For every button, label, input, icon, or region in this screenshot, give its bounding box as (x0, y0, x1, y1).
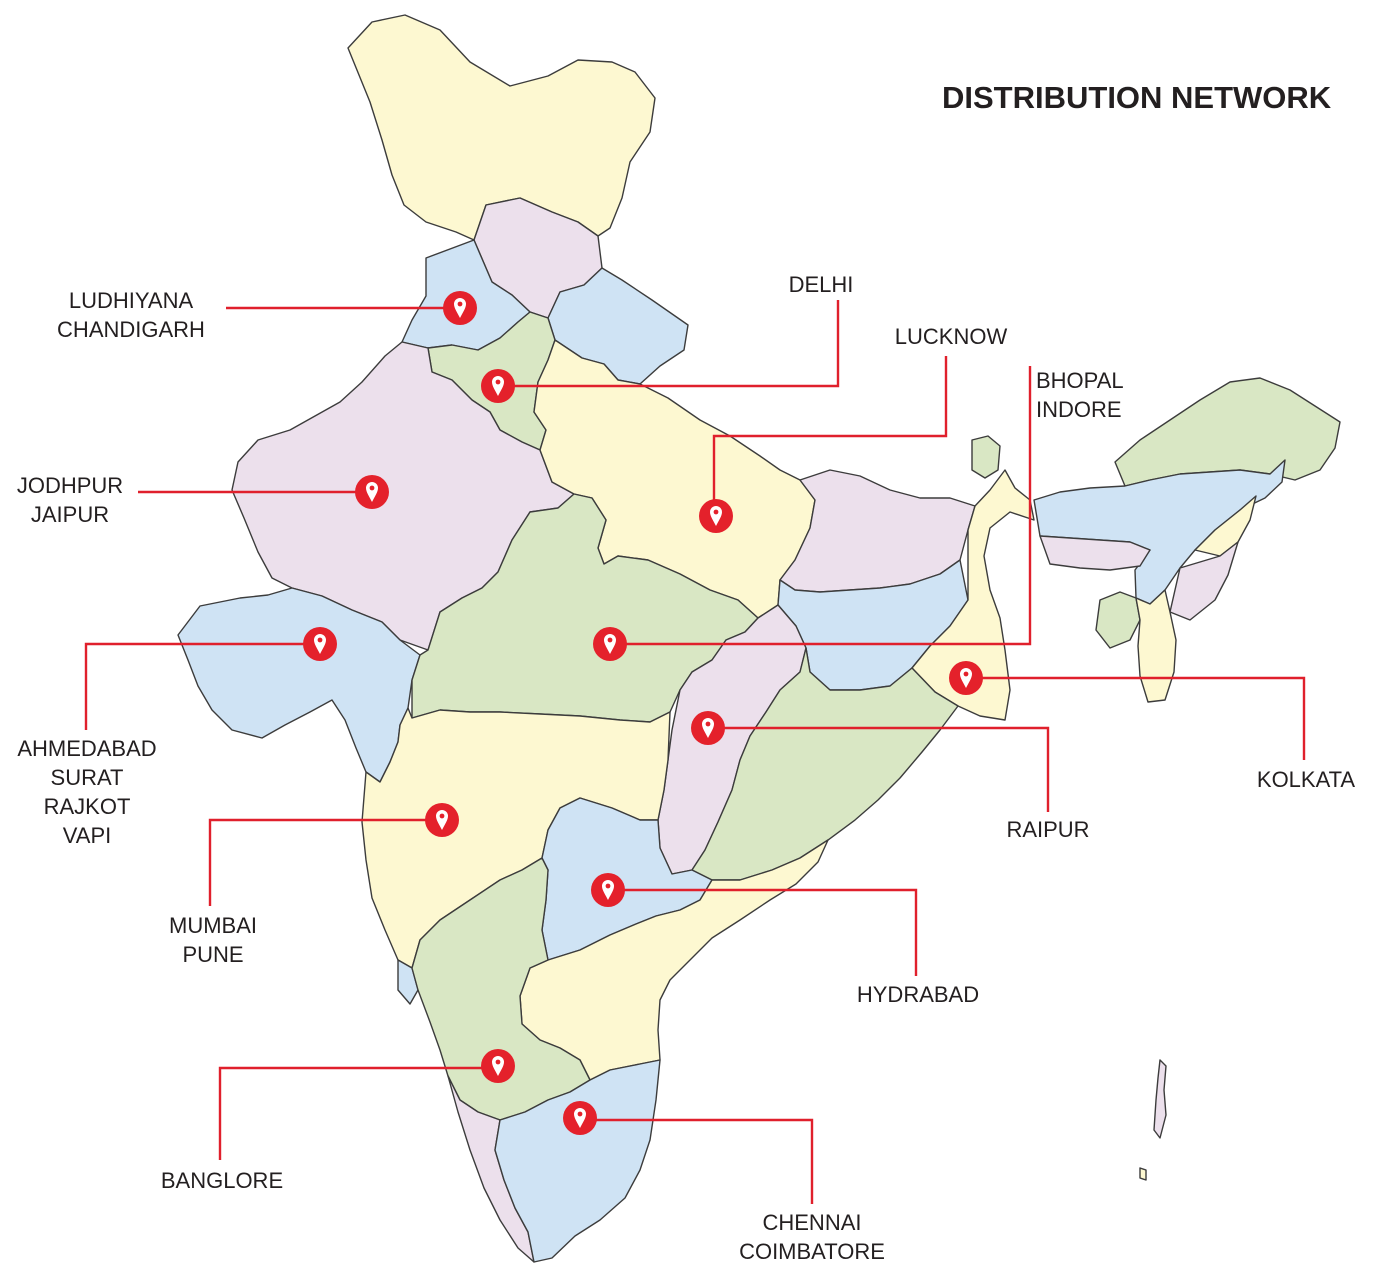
state-tamil-nadu (494, 1059, 661, 1263)
label-raipur: RAIPUR (990, 815, 1106, 844)
pin-hole (495, 1059, 501, 1065)
map-title: DISTRIBUTION NETWORK (942, 80, 1332, 115)
label-line: BHOPAL (1036, 368, 1124, 393)
pin-hole (705, 721, 711, 727)
label-line: RAJKOT (43, 794, 131, 819)
pin-hole (963, 671, 969, 677)
nicobar-island (1139, 1167, 1147, 1181)
state-mizoram (1135, 589, 1177, 703)
label-line: HYDRABAD (856, 982, 980, 1007)
map-pin-icon[interactable] (591, 873, 625, 907)
leader-line-kolkata (982, 676, 1306, 760)
label-mumbai: MUMBAI PUNE (150, 911, 276, 969)
label-hydrabad: HYDRABAD (840, 980, 996, 1009)
label-line: DELHI (788, 272, 854, 297)
label-line: RAIPUR (1006, 817, 1090, 842)
leader-line-raipur (724, 726, 1050, 812)
leader-line-mumbai (208, 818, 426, 906)
pin-glyph (710, 506, 722, 526)
pin-glyph (492, 376, 504, 396)
label-line: JAIPUR (30, 502, 110, 527)
label-line: CHENNAI (762, 1210, 862, 1235)
label-lucknow: LUCKNOW (876, 322, 1026, 351)
state-tripura (1095, 591, 1141, 649)
pin-glyph (436, 810, 448, 830)
label-line: SURAT (50, 765, 124, 790)
label-banglore: BANGLORE (144, 1166, 300, 1195)
pin-glyph (602, 880, 614, 900)
label-ludhiyana: LUDHIYANA CHANDIGARH (40, 286, 222, 344)
pin-glyph (604, 634, 616, 654)
pin-glyph (702, 718, 714, 738)
map-pin-icon[interactable] (563, 1101, 597, 1135)
map-pin-icon[interactable] (303, 627, 337, 661)
pin-hole (495, 379, 501, 385)
label-line: MUMBAI (169, 913, 257, 938)
label-line: PUNE (182, 942, 244, 967)
pin-glyph (960, 668, 972, 688)
pin-hole (713, 509, 719, 515)
leader-line-hydrabad (624, 888, 918, 976)
leader-line-bhopal (626, 366, 1032, 646)
pin-glyph (454, 298, 466, 318)
map-pin-icon[interactable] (691, 711, 725, 745)
label-line: LUDHIYANA (68, 288, 194, 313)
leader-line-chennai (596, 1118, 814, 1204)
leader-line-lucknow (712, 356, 948, 500)
label-ahmedabad: AHMEDABAD SURAT RAJKOT VAPI (2, 734, 172, 850)
map-pin-icon[interactable] (425, 803, 459, 837)
map-pin-icon[interactable] (355, 475, 389, 509)
label-line: INDORE (1036, 397, 1122, 422)
state-goa (397, 959, 419, 1005)
label-line: KOLKATA (1256, 767, 1356, 792)
pin-hole (577, 1111, 583, 1117)
label-line: VAPI (62, 823, 112, 848)
label-line: AHMEDABAD (17, 736, 157, 761)
state-jammu-kashmir (347, 14, 656, 241)
pin-hole (439, 813, 445, 819)
leader-line-ahmedabad (84, 642, 304, 730)
label-bhopal: BHOPAL INDORE (1036, 366, 1156, 424)
label-kolkata: KOLKATA (1242, 765, 1370, 794)
state-manipur (1169, 541, 1239, 621)
label-jodhpur: JODHPUR JAIPUR (0, 471, 140, 529)
state-sikkim (971, 435, 1001, 479)
label-line: BANGLORE (160, 1168, 284, 1193)
leader-line-delhi (514, 300, 840, 388)
map-pin-icon[interactable] (443, 291, 477, 325)
pin-hole (369, 485, 375, 491)
pin-glyph (574, 1108, 586, 1128)
label-line: COIMBATORE (739, 1239, 885, 1264)
map-pin-icon[interactable] (593, 627, 627, 661)
label-delhi: DELHI (778, 270, 864, 299)
label-line: CHANDIGARH (57, 317, 205, 342)
label-line: JODHPUR (16, 473, 124, 498)
state-gujarat (177, 587, 421, 783)
location-markers (303, 291, 983, 1135)
pin-glyph (492, 1056, 504, 1076)
map-pin-icon[interactable] (949, 661, 983, 695)
label-chennai: CHENNAI COIMBATORE (716, 1208, 908, 1266)
state-west-bengal (911, 469, 1035, 721)
state-assam (1033, 459, 1286, 605)
pin-hole (457, 301, 463, 307)
map-pin-icon[interactable] (481, 369, 515, 403)
andaman-islands (1153, 1059, 1167, 1139)
state-regions (177, 14, 1341, 1263)
label-line: LUCKNOW (894, 324, 1008, 349)
map-pin-icon[interactable] (481, 1049, 515, 1083)
pin-hole (605, 883, 611, 889)
map-pin-icon[interactable] (699, 499, 733, 533)
state-meghalaya (1039, 535, 1151, 571)
leader-line-banglore (218, 1066, 482, 1160)
pin-glyph (314, 634, 326, 654)
leader-lines (84, 300, 1306, 1204)
pin-glyph (366, 482, 378, 502)
pin-hole (317, 637, 323, 643)
pin-hole (607, 637, 613, 643)
